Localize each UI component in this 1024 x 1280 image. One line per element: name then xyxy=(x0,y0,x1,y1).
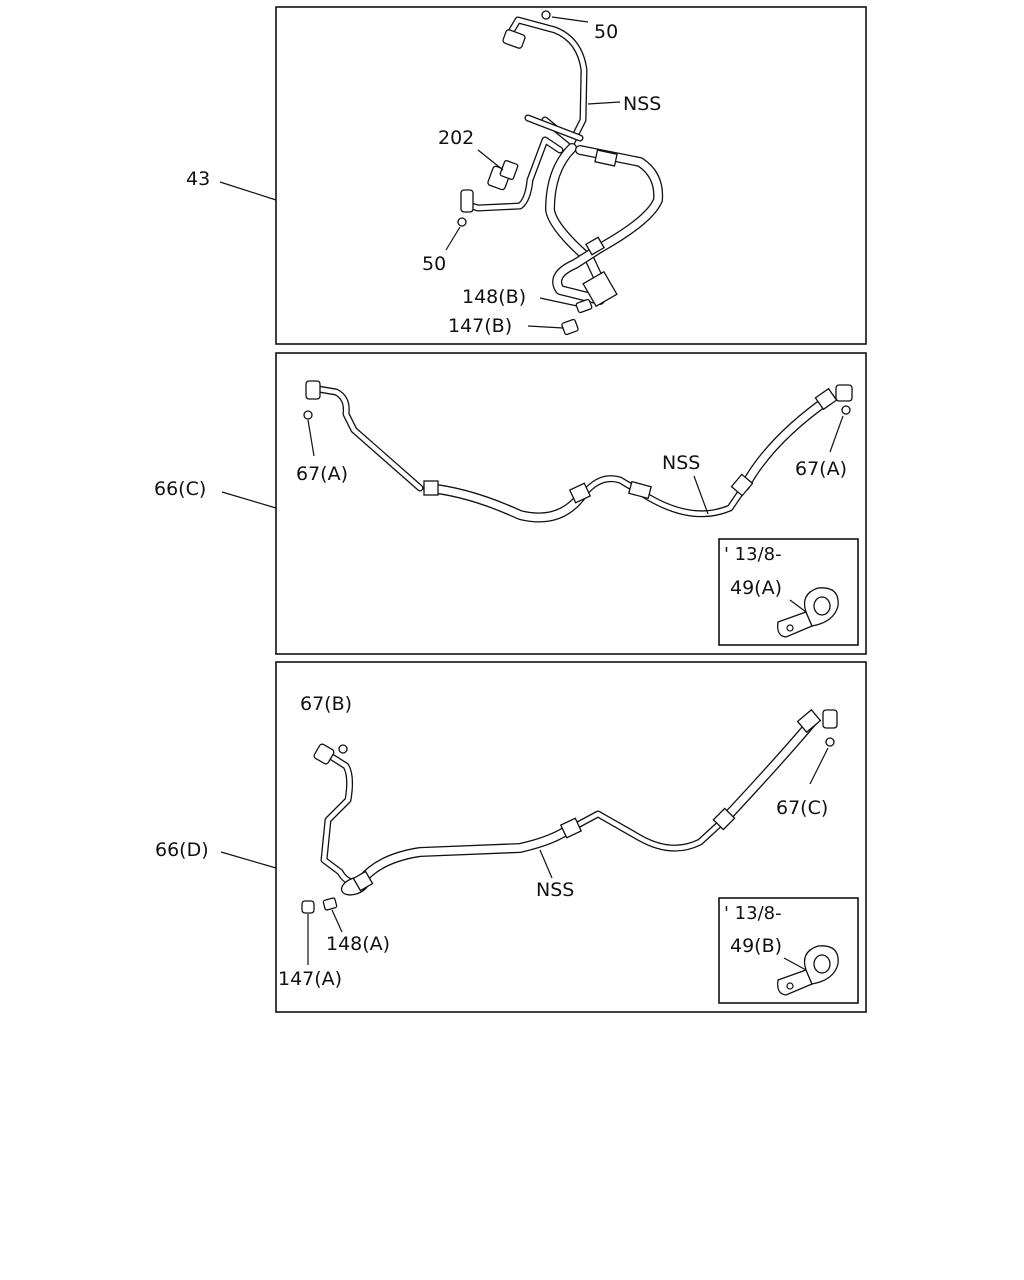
panel-43: 43 202 50 xyxy=(186,6,867,345)
o-ring-icon xyxy=(338,744,348,754)
panel-43-ref-leader xyxy=(219,181,277,201)
leader-202 xyxy=(477,149,504,171)
o-ring-icon xyxy=(303,410,313,420)
pipe-fitting-icon xyxy=(822,709,838,729)
panel-43-frame xyxy=(275,6,867,345)
inset-49a-date: ' 13/8- xyxy=(724,544,782,565)
leader-67c xyxy=(809,747,829,785)
label-49a: 49(A) xyxy=(730,577,782,599)
o-ring-icon xyxy=(841,405,851,415)
leader-147b xyxy=(527,325,564,329)
leader-148b xyxy=(539,297,578,307)
leader-67a-right xyxy=(829,415,844,453)
inset-49b: ' 13/8- 49(B) xyxy=(718,897,859,1004)
pipe-fitting-icon xyxy=(305,380,321,400)
leader-50-left xyxy=(445,226,461,251)
hose-sleeve xyxy=(627,480,653,500)
label-147b: 147(B) xyxy=(448,315,512,337)
panel-66c: 66(C) 67(A) 67(A) NSS xyxy=(154,352,867,655)
pipe-fitting-icon xyxy=(835,384,853,402)
hose-sleeve xyxy=(423,480,439,496)
label-49b: 49(B) xyxy=(730,935,782,957)
o-ring-icon xyxy=(825,737,835,747)
label-50-top: 50 xyxy=(594,21,618,43)
panel-66c-ref-label: 66(C) xyxy=(154,478,206,500)
label-148b: 148(B) xyxy=(462,286,526,308)
inset-49a: ' 13/8- 49(A) xyxy=(718,538,859,646)
hose-sleeve xyxy=(352,870,374,892)
pipe-assembly-43 xyxy=(460,16,664,308)
label-nss-66d: NSS xyxy=(536,879,574,901)
hose-sleeve xyxy=(559,817,583,839)
pipe-assembly-66d xyxy=(313,708,838,896)
o-ring-icon xyxy=(457,217,467,227)
inset-49b-frame xyxy=(718,897,859,1004)
hose-sleeve xyxy=(730,473,754,497)
hose-sleeve xyxy=(814,387,838,411)
label-67b: 67(B) xyxy=(300,693,352,715)
label-50-left: 50 xyxy=(422,253,446,275)
pipe-fitting-icon xyxy=(502,29,526,49)
label-nss-43: NSS xyxy=(623,93,661,115)
label-67a-left: 67(A) xyxy=(296,463,348,485)
pipe-fitting-icon xyxy=(582,270,618,308)
leader-nss-43 xyxy=(587,101,621,105)
panel-66c-ref-leader xyxy=(221,491,277,509)
leader-148a xyxy=(331,909,343,933)
hose-sleeve xyxy=(712,807,736,831)
o-ring-icon xyxy=(541,10,551,20)
panel-43-ref-label: 43 xyxy=(186,168,210,190)
label-nss-66c: NSS xyxy=(662,452,700,474)
panel-66d-ref-label: 66(D) xyxy=(155,839,209,861)
valve-core-icon xyxy=(322,897,338,911)
leader-67a-left xyxy=(307,419,315,457)
panel-66d-ref-leader xyxy=(220,851,277,869)
pipe-fitting-icon xyxy=(313,743,335,765)
leader-nss-66c xyxy=(693,475,709,515)
pressure-switch-icon xyxy=(487,160,519,191)
inset-49a-frame xyxy=(718,538,859,646)
panel-66d: 66(D) 67(B) 67(C) NSS 14 xyxy=(155,661,867,1013)
pipe-fitting-icon xyxy=(460,189,474,213)
hose-clamp-icon xyxy=(777,945,839,996)
label-202: 202 xyxy=(438,127,474,149)
cap-icon xyxy=(301,900,315,914)
inset-49b-date: ' 13/8- xyxy=(724,903,782,924)
cap-icon xyxy=(561,318,579,336)
leader-nss-66d xyxy=(539,849,553,879)
panel-66c-frame xyxy=(275,352,867,655)
hose-sleeve xyxy=(796,708,822,734)
hose-sleeve xyxy=(568,482,592,504)
leader-50-top xyxy=(551,16,589,23)
label-67c: 67(C) xyxy=(776,797,828,819)
label-147a: 147(A) xyxy=(278,968,342,990)
label-67a-right: 67(A) xyxy=(795,458,847,480)
panel-66d-frame xyxy=(275,661,867,1013)
valve-core-icon xyxy=(575,298,593,314)
pipe-assembly-66c xyxy=(305,380,853,523)
label-148a: 148(A) xyxy=(326,933,390,955)
hose-clamp-icon xyxy=(777,587,839,638)
